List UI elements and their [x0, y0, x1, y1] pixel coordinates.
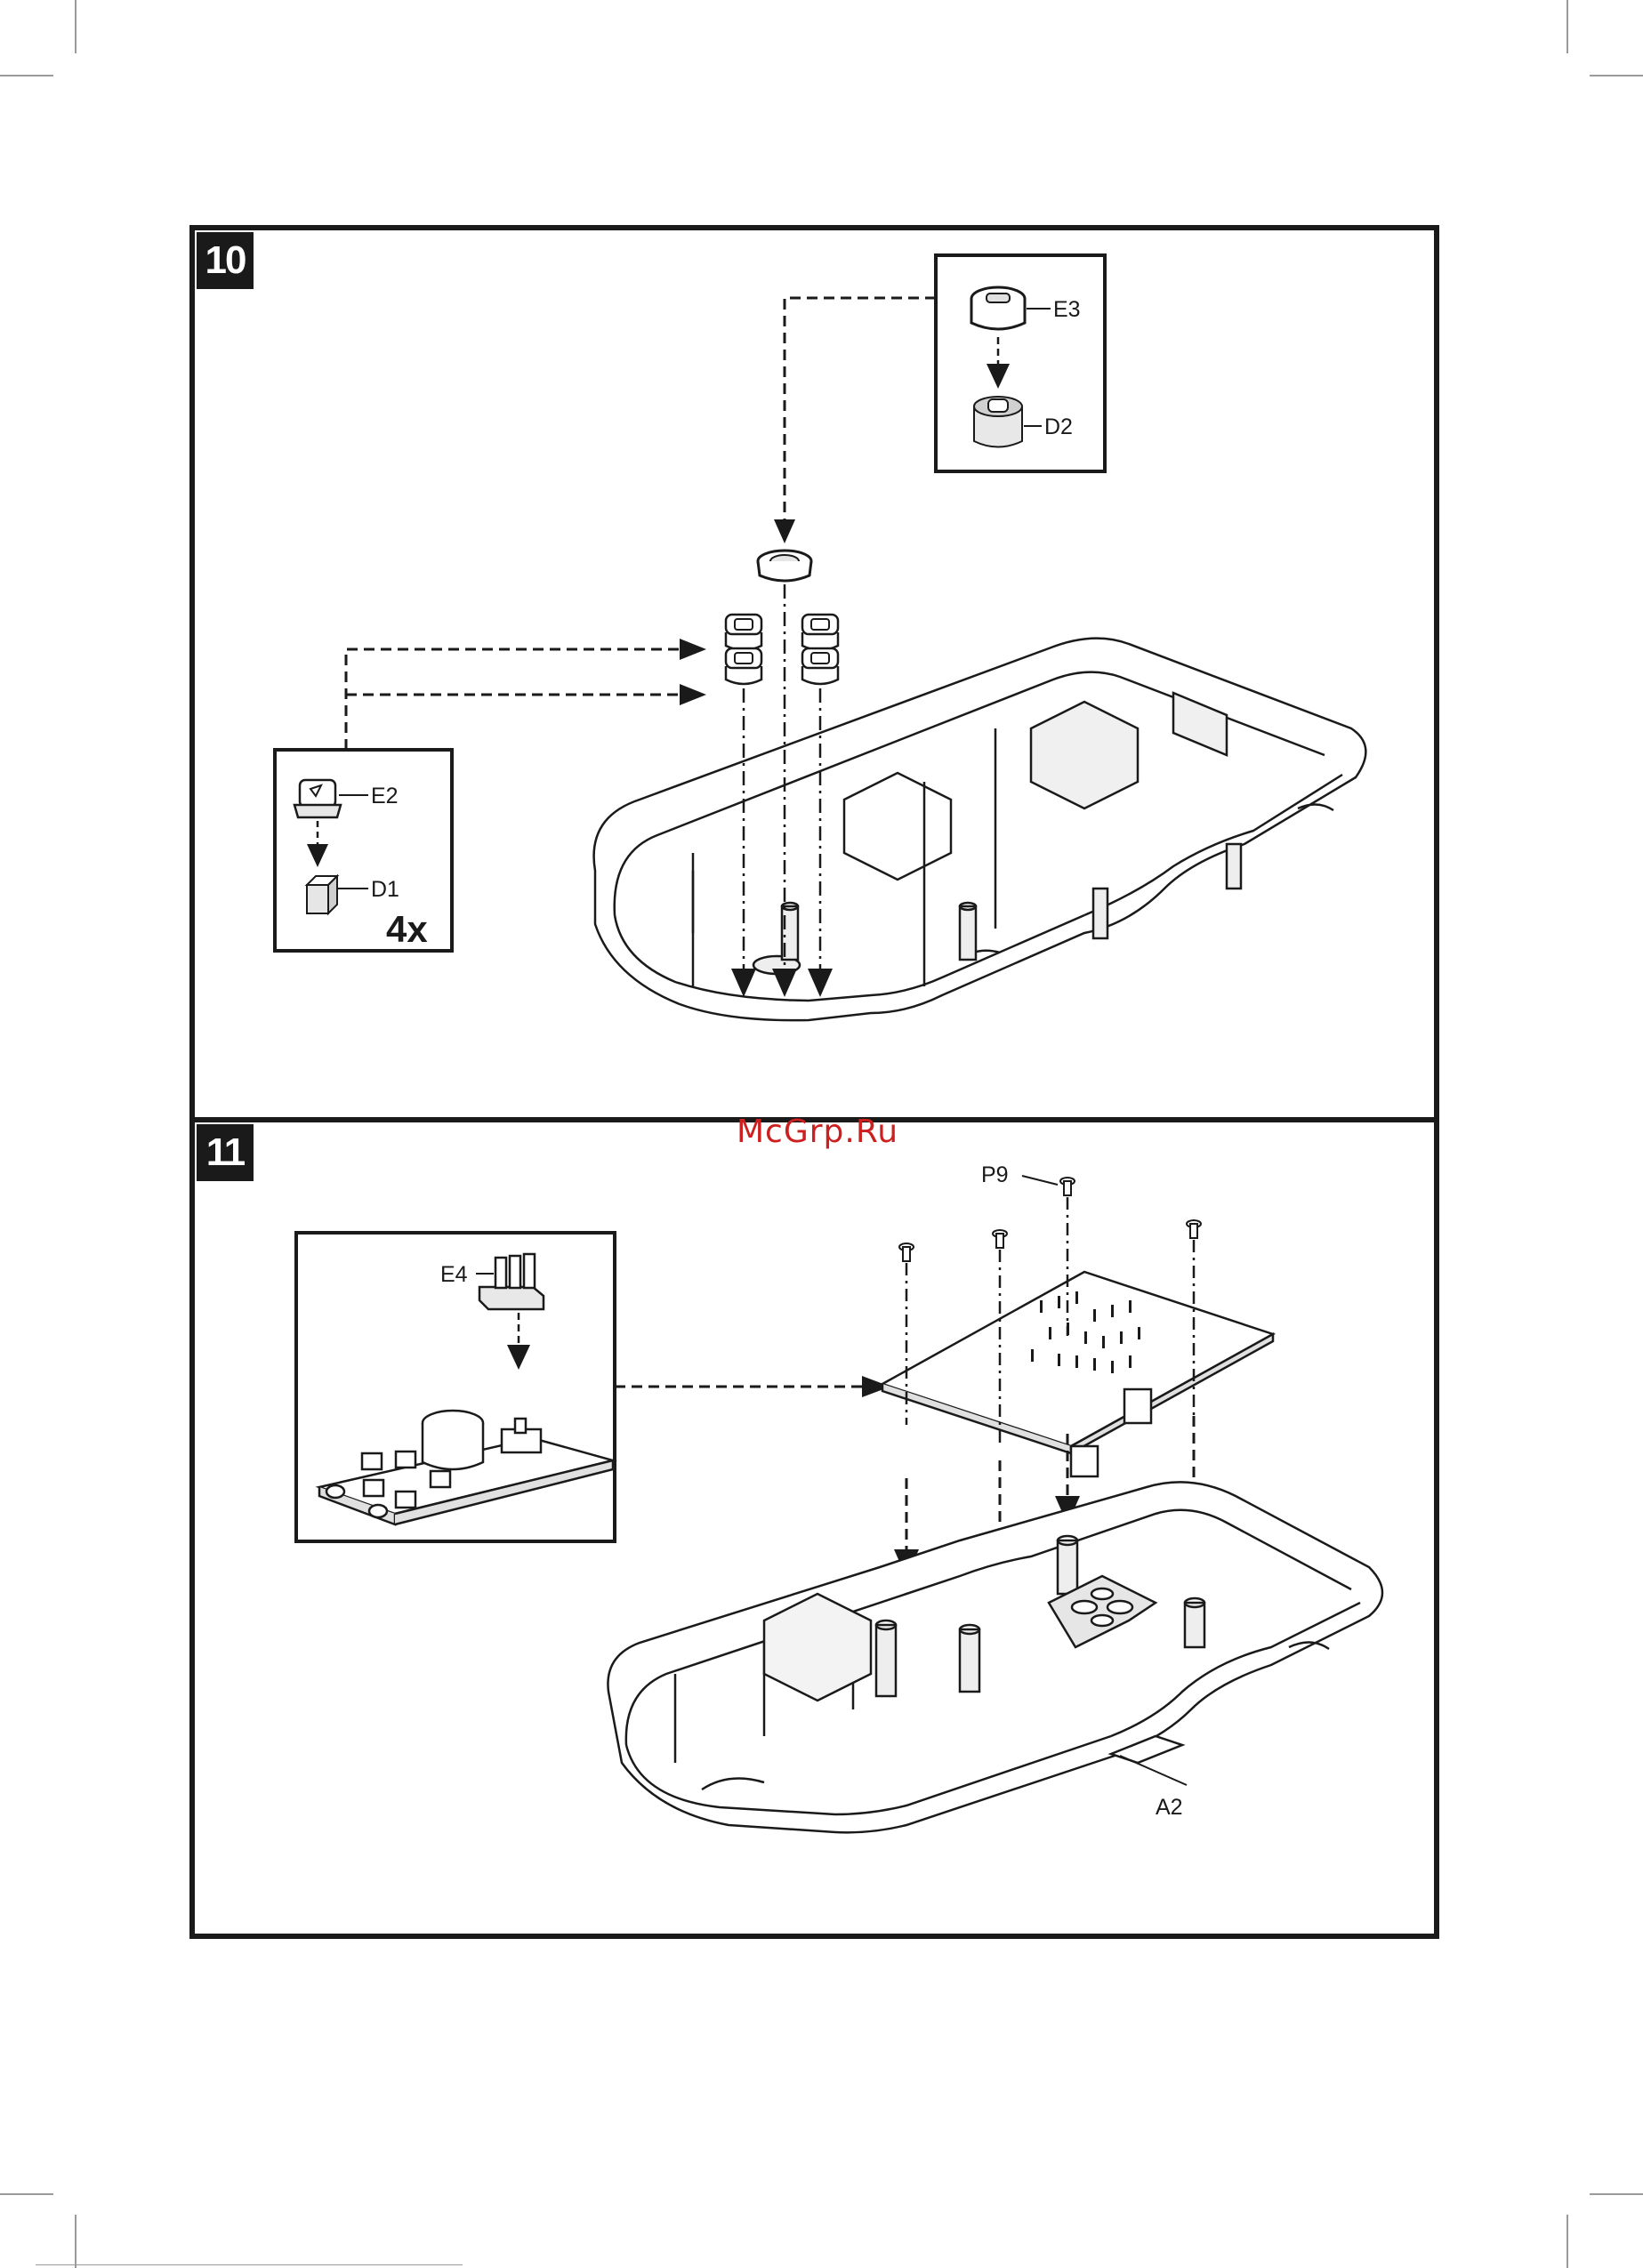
- label-e3: E3: [1053, 297, 1081, 322]
- button-part: [307, 876, 337, 913]
- arrow-right-icon: [680, 684, 706, 705]
- crop-mark: [0, 2193, 53, 2195]
- knob-ring-part: [758, 551, 811, 581]
- step-11-panel: 11 E4: [189, 1117, 1439, 1939]
- knob-cap-part: [971, 287, 1025, 329]
- crop-mark: [1566, 0, 1568, 53]
- button-cap-part: [802, 648, 838, 684]
- button-cap-part: [294, 780, 341, 817]
- crop-mark: [75, 0, 77, 53]
- screw-part: [899, 1178, 1201, 1261]
- crop-mark: [1590, 75, 1643, 76]
- label-d2: D2: [1044, 414, 1073, 439]
- button-cap-part: [802, 615, 838, 650]
- bottom-rule: [36, 2264, 463, 2265]
- arrow-right-icon: [680, 639, 706, 660]
- step-10-illustration: E3 D2: [195, 230, 1434, 1117]
- step-10-panel: 10 E3 D2: [189, 225, 1439, 1122]
- step-11-illustration: E4 P9: [195, 1122, 1434, 1934]
- label-a2: A2: [1156, 1795, 1183, 1820]
- crop-mark: [0, 75, 53, 76]
- quantity-label: 4x: [386, 908, 428, 950]
- housing-part: [608, 1482, 1382, 1832]
- knob-part: [974, 397, 1022, 447]
- button-cap-part: [726, 615, 761, 650]
- label-d1: D1: [371, 877, 399, 902]
- label-e4: E4: [440, 1262, 468, 1287]
- crop-mark: [1590, 2193, 1643, 2195]
- label-e2: E2: [371, 784, 399, 808]
- crop-mark: [75, 2215, 77, 2268]
- housing-part: [594, 639, 1366, 1021]
- label-p9: P9: [981, 1162, 1009, 1187]
- crop-mark: [1566, 2215, 1568, 2268]
- button-cap-part: [726, 648, 761, 684]
- arrow-down-icon: [774, 519, 795, 543]
- watermark: McGrp.Ru: [737, 1114, 898, 1150]
